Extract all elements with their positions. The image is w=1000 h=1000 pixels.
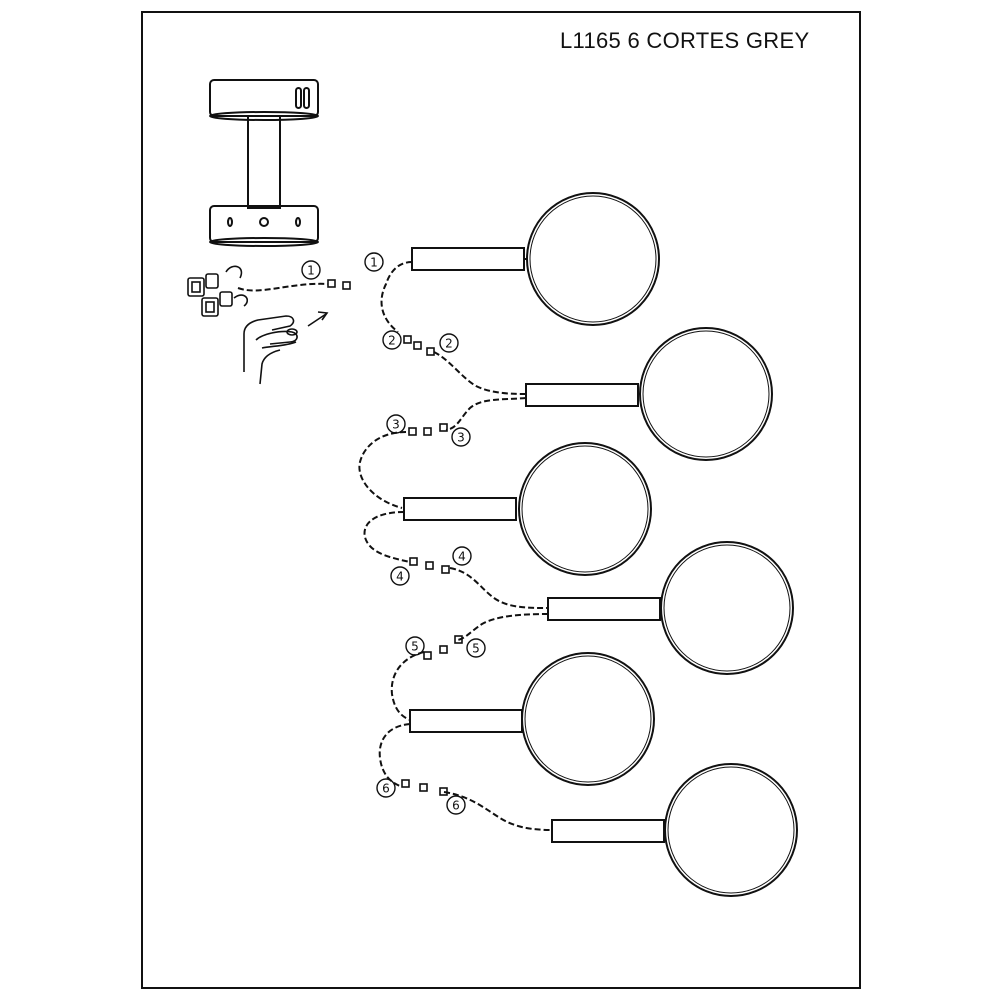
hand-icon [243, 315, 298, 385]
connector-label: 4 [390, 566, 410, 586]
lamp-4 [547, 541, 794, 675]
lamp-6 [551, 763, 798, 897]
connector-label: 1 [364, 252, 384, 272]
page-frame [141, 11, 861, 989]
connectors [327, 279, 463, 796]
lamp-3 [403, 442, 652, 576]
connector-label: 6 [376, 778, 396, 798]
connector-label: 6 [446, 795, 466, 815]
svg-text:3: 3 [457, 431, 465, 445]
lamp-2 [525, 327, 773, 461]
connector-label: 5 [466, 638, 486, 658]
svg-text:1: 1 [370, 256, 378, 270]
lamp-5 [409, 652, 655, 786]
svg-text:5: 5 [472, 642, 480, 656]
cables [237, 261, 553, 831]
ceiling-canopy [209, 79, 319, 247]
connector-label: 3 [386, 414, 406, 434]
connector-label: 2 [439, 333, 459, 353]
svg-text:6: 6 [382, 782, 390, 796]
svg-text:6: 6 [452, 799, 460, 813]
lamp-1 [411, 192, 660, 326]
diagram-title: L1165 6 CORTES GREY [560, 28, 810, 53]
connector-label: 3 [451, 427, 471, 447]
connector-labels: 1 1 2 2 3 3 4 4 5 5 6 6 [301, 252, 486, 815]
connector-label: 4 [452, 546, 472, 566]
svg-text:2: 2 [388, 334, 396, 348]
svg-text:3: 3 [392, 418, 400, 432]
arrow-icon [307, 311, 329, 327]
connector-label: 5 [405, 636, 425, 656]
connector-label: 1 [301, 260, 321, 280]
svg-text:4: 4 [396, 570, 404, 584]
svg-text:1: 1 [307, 264, 315, 278]
terminal-block-icon [187, 265, 249, 317]
connector-label: 2 [382, 330, 402, 350]
svg-text:4: 4 [458, 550, 466, 564]
svg-text:5: 5 [411, 640, 419, 654]
svg-text:2: 2 [445, 337, 453, 351]
